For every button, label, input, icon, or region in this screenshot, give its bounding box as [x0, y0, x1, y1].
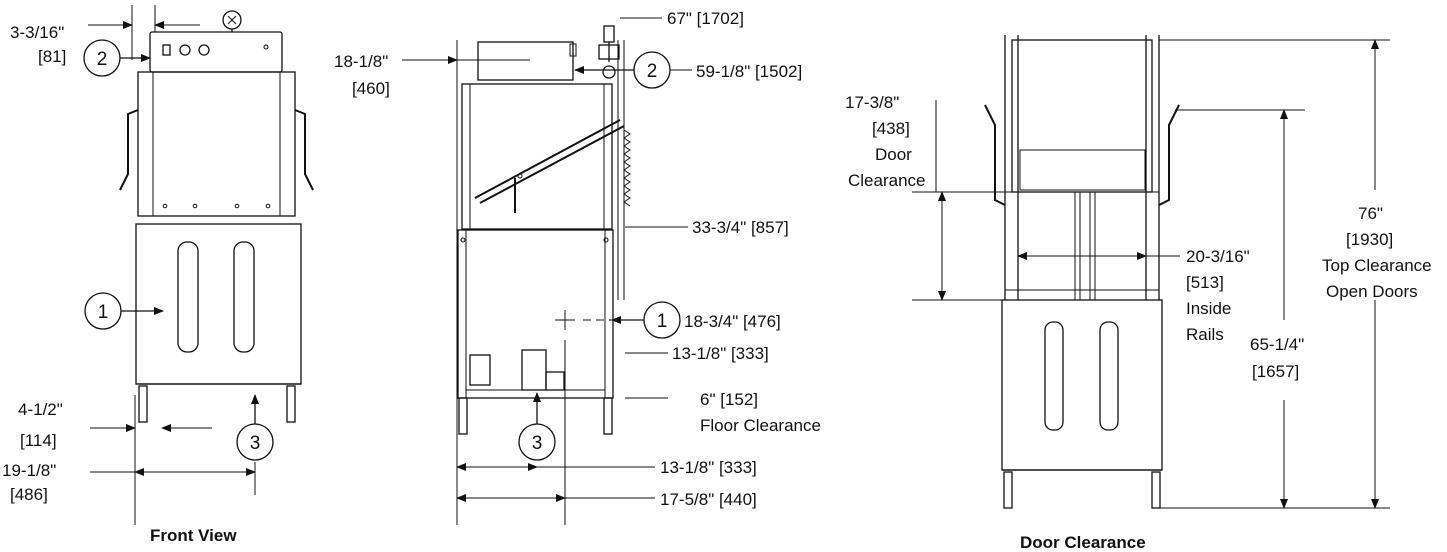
front-hood [137, 71, 296, 217]
dim-label: [513] [1186, 273, 1224, 292]
dim-label: 65-1/4" [1250, 335, 1304, 354]
front-panel-slot [1099, 321, 1119, 431]
dim-label: 76" [1358, 204, 1383, 223]
door-view: 17-3/8" [438] Door Clearance 20-3/16" [5… [845, 35, 1432, 552]
callout-number: 1 [98, 302, 109, 323]
door-cabinet [1001, 299, 1163, 471]
callout-number: 2 [647, 61, 658, 82]
dim-label: 18-3/4" [476] [684, 312, 781, 331]
front-cabinet [135, 223, 302, 385]
dim-label: [1930] [1346, 230, 1393, 249]
dim-label: Rails [1186, 325, 1224, 344]
dim-label: 59-1/8" [1502] [696, 62, 802, 81]
leg [1003, 471, 1013, 509]
dim-label: 18-1/8" [334, 52, 388, 71]
front-panel-slot [177, 241, 199, 353]
callout-number: 3 [532, 433, 543, 454]
knob-icon [179, 44, 191, 56]
callout-number: 3 [250, 433, 261, 454]
dim-label: 3-3/16" [10, 23, 64, 42]
left-handle [984, 104, 1006, 206]
callout-number: 2 [97, 49, 108, 70]
dim-label: 17-3/8" [845, 93, 899, 112]
dim-label: Inside [1186, 299, 1231, 318]
dim-label: Open Doors [1326, 282, 1418, 301]
dim-label: 17-5/8" [440] [660, 490, 757, 509]
dim-label: Top Clearance [1322, 256, 1432, 275]
counterbalance-spring [623, 129, 631, 207]
leg [1151, 471, 1161, 509]
dim-label: Clearance [848, 171, 926, 190]
dim-label: 20-3/16" [1186, 247, 1250, 266]
dim-label: Door [875, 145, 912, 164]
left-handle [119, 109, 139, 191]
front-panel-slot [1044, 321, 1064, 431]
side-handle [474, 119, 621, 199]
dim-label: 19-1/8" [2, 461, 56, 480]
dim-label: 13-1/8" [333] [660, 458, 757, 477]
dim-label: [438] [872, 119, 910, 138]
knob-icon [198, 44, 210, 56]
side-cabinet [457, 229, 614, 399]
dim-label: 13-1/8" [333] [672, 344, 769, 363]
leg [138, 385, 148, 423]
dim-label: 67" [1702] [667, 9, 744, 28]
side-view: 2 1 3 67" [1702] 59-1/8" [1502] 33-3/4" … [334, 9, 821, 525]
dim-label: [81] [38, 47, 66, 66]
pump-motor [521, 349, 547, 391]
door-view-caption: Door Clearance [1020, 533, 1146, 552]
side-hood [461, 83, 613, 230]
raised-door [1011, 39, 1153, 193]
dim-label: [486] [10, 485, 48, 504]
vent-pipe [603, 25, 615, 43]
dim-label: [114] [20, 431, 57, 450]
front-view: 2 1 3 3-3/16" [81] 4-1/2" [114] 19-1/8" … [2, 5, 314, 545]
leg [603, 397, 613, 435]
dim-label: [1657] [1252, 362, 1299, 381]
right-handle [1158, 104, 1180, 206]
dim-label: 33-3/4" [857] [692, 218, 789, 237]
dim-label: 4-1/2" [18, 400, 63, 419]
dim-label: Floor Clearance [700, 416, 821, 435]
side-control-box [477, 41, 574, 81]
power-switch-icon [162, 44, 171, 56]
right-handle [294, 109, 314, 191]
dim-label: 6" [152] [700, 390, 758, 409]
leg [286, 385, 296, 423]
front-view-caption: Front View [150, 526, 237, 545]
callout-number: 1 [657, 311, 668, 332]
dim-label: [460] [352, 79, 390, 98]
front-panel-slot [233, 241, 255, 353]
leg [458, 397, 468, 435]
